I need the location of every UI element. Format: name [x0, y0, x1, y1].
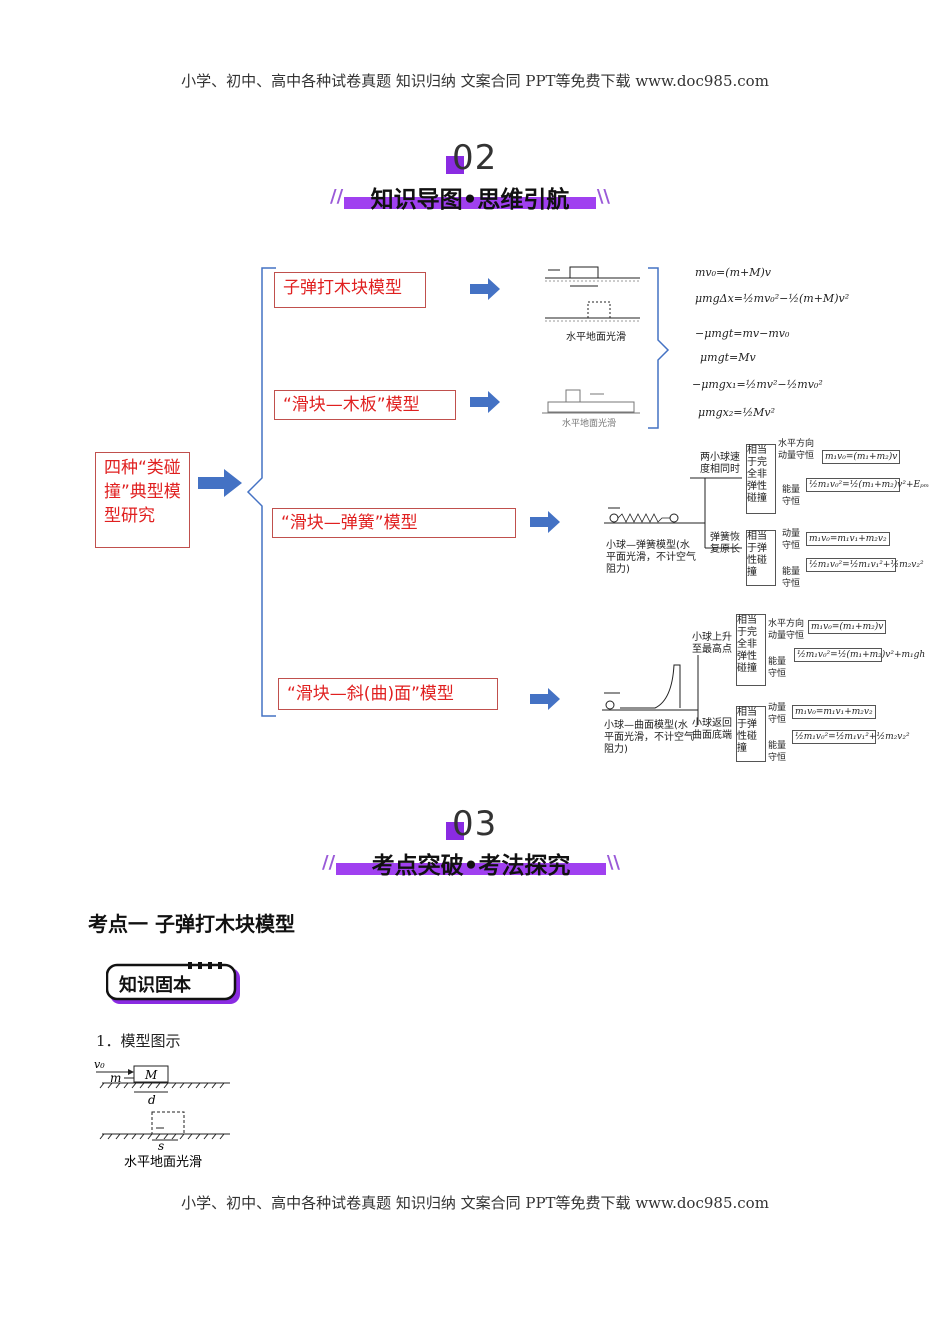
spring-caption: 小球—弹簧模型(水平面光滑，不计空气阻力)	[606, 540, 696, 575]
spring-case1-energy-label: 能量守恒	[782, 485, 801, 507]
section-number-text: 02	[452, 138, 498, 178]
badge-label: 知识固本	[119, 975, 191, 996]
spring-case2-type: 相当于弹性碰撞	[746, 530, 776, 586]
branch-bullet-block: 子弹打木块模型	[274, 272, 426, 308]
curve-case1-energy-eq: ½m₁v₀²=½(m₁+m₂)v²+m₁gh	[794, 648, 925, 662]
mindmap-root: 四种“类碰撞”典型模型研究	[95, 452, 190, 548]
svg-text:M: M	[144, 1068, 158, 1082]
spring-case1: 两小球速度相同时	[700, 452, 740, 475]
topic-heading: 考点一 子弹打木块模型	[88, 912, 295, 936]
curve-case2: 小球返回曲面底端	[692, 718, 732, 741]
curve-case2-energy-label: 能量守恒	[768, 741, 787, 763]
branch-slider-spring: “滑块—弹簧”模型	[272, 508, 516, 538]
equation: −μmgx₁=½mv²−½mv₀²	[692, 378, 823, 391]
spring-case2-energy-eq: ½m₁v₀²=½m₁v₁²+½m₂v₂²	[806, 558, 924, 572]
root-arrow	[198, 469, 242, 497]
branch-slider-curve: “滑块—斜(曲)面”模型	[278, 678, 498, 710]
spring-case2-mom-eq: m₁v₀=m₁v₁+m₂v₂	[806, 532, 890, 546]
spring-case1-type: 相当于完全非弹性碰撞	[746, 444, 776, 514]
bullet-caption: 水平地面光滑	[566, 332, 626, 343]
knowledge-badge	[106, 962, 240, 1004]
equation: μmgΔx=½mv₀²−½(m+M)v²	[695, 292, 850, 305]
curve-case1-mom-label: 水平方向动量守恒	[768, 619, 805, 641]
section-banner: // \\ 知识导图•思维引航	[330, 182, 610, 213]
curve-case2-type: 相当于弹性碰撞	[736, 706, 766, 762]
branch-slider-plank: “滑块—木板”模型	[274, 390, 456, 420]
page-header: 小学、初中、高中各种试卷真题 知识归纳 文案合同 PPT等免费下载 www.do…	[181, 72, 769, 90]
svg-text:d: d	[148, 1093, 156, 1107]
spring-case2-mom-label: 动量守恒	[782, 529, 801, 551]
curve-case1-mom-eq: m₁v₀=(m₁+m₂)v	[808, 620, 887, 634]
spring-case2-energy-label: 能量守恒	[782, 567, 801, 589]
spring-case1-mom-eq: m₁v₀=(m₁+m₂)v	[822, 450, 901, 464]
spring-case1-energy-eq: ½m₁v₀²=½(m₁+m₂)v²+Eₚₘ	[806, 478, 929, 492]
svg-text:s: s	[158, 1139, 164, 1153]
svg-text:水平地面光滑: 水平地面光滑	[124, 1155, 202, 1168]
section-number-text: 03	[452, 804, 498, 844]
bullet-block-figure: v₀ m M d s 水平地面光滑	[94, 1058, 230, 1168]
equation: mv₀=(m+M)v	[695, 266, 771, 279]
equation: μmgt=Mv	[700, 351, 756, 364]
spring-diagram	[604, 477, 742, 549]
curve-diagram	[602, 655, 699, 725]
section-number: 03	[446, 804, 498, 844]
curve-case1-energy-label: 能量守恒	[768, 657, 787, 679]
plank-caption: 水平地面光滑	[562, 419, 617, 429]
curve-case2-mom-label: 动量守恒	[768, 703, 787, 725]
page-footer: 小学、初中、高中各种试卷真题 知识归纳 文案合同 PPT等免费下载 www.do…	[181, 1194, 769, 1212]
bullet-block-diagram	[545, 266, 640, 322]
equation: μmgx₂=½Mv²	[698, 406, 775, 419]
curve-case1-type: 相当于完全非弹性碰撞	[736, 614, 766, 686]
list-item: 1．模型图示	[96, 1032, 181, 1050]
curve-case2-mom-eq: m₁v₀=m₁v₁+m₂v₂	[792, 705, 876, 719]
svg-text:v₀: v₀	[94, 1058, 105, 1071]
section-title: 知识导图•思维引航	[370, 187, 570, 213]
spring-case1-mom-label: 水平方向动量守恒	[778, 439, 815, 461]
curve-case2-energy-eq: ½m₁v₀²=½m₁v₁²+½m₂v₂²	[792, 730, 910, 744]
section-banner: // \\ 考点突破•考法探究	[322, 848, 620, 879]
curve-case1: 小球上升至最高点	[692, 632, 732, 655]
curve-caption: 小球—曲面模型(水平面光滑，不计空气阻力)	[604, 720, 694, 755]
spring-case2: 弹簧恢复原长	[710, 532, 740, 555]
section-title: 考点突破•考法探究	[371, 853, 571, 879]
svg-text:m: m	[110, 1071, 121, 1085]
equation: −μmgt=mv−mv₀	[695, 327, 790, 340]
plank-diagram	[542, 389, 640, 414]
